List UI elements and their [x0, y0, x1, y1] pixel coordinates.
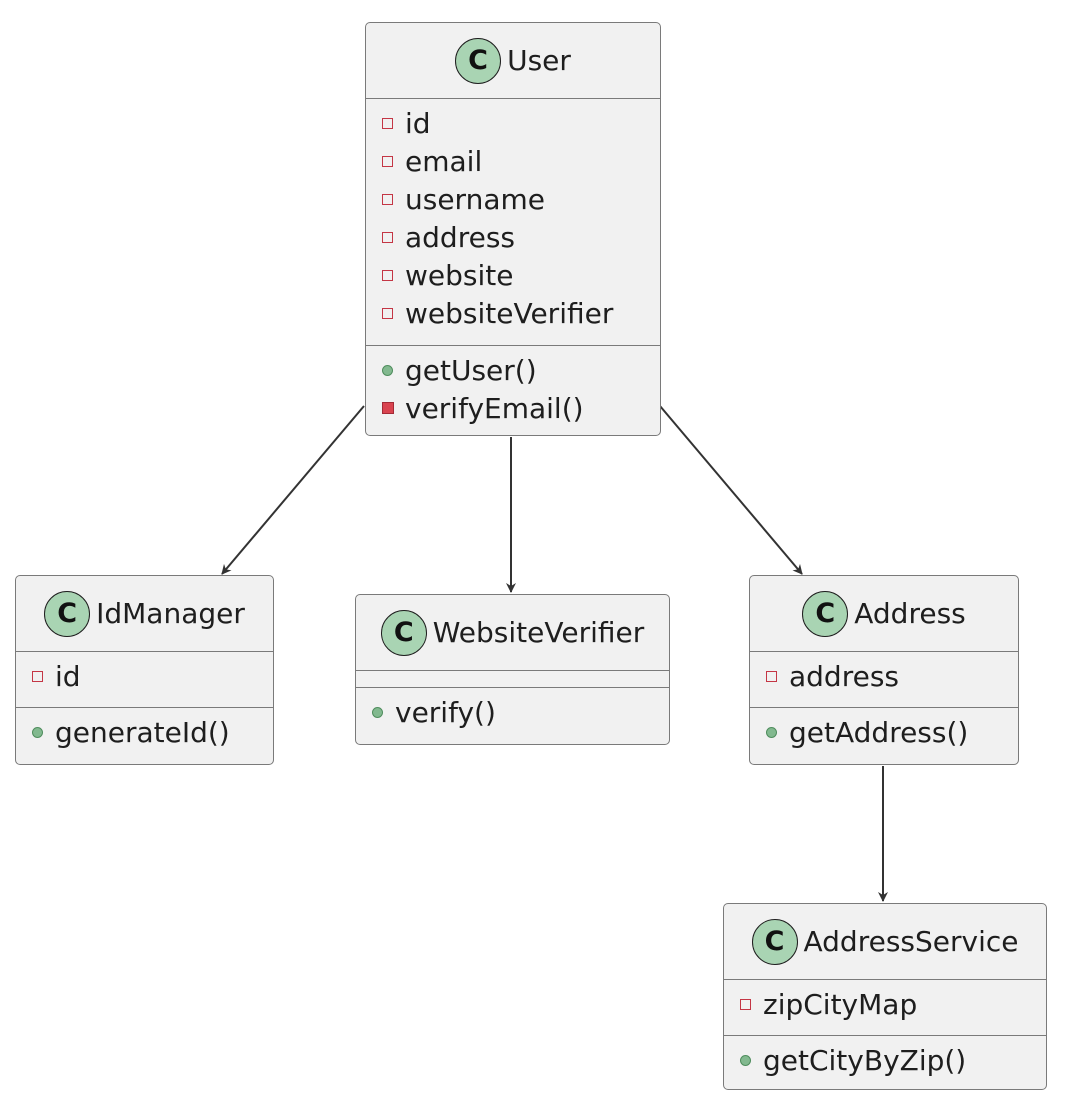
- public-visibility-icon: [382, 364, 399, 376]
- method-name: generateId(): [55, 715, 230, 749]
- private-visibility-icon: [382, 231, 399, 243]
- method-name: getUser(): [405, 353, 537, 387]
- private-visibility-icon: [382, 117, 399, 129]
- field-row: address: [382, 218, 660, 256]
- class-icon: C: [44, 590, 91, 637]
- method-name: getCityByZip(): [763, 1043, 967, 1077]
- field-name: websiteVerifier: [405, 296, 614, 330]
- fields-section: id email username address website websiteVeri…: [366, 99, 660, 346]
- public-visibility-icon: [372, 706, 389, 718]
- class-icon: C: [455, 37, 502, 84]
- private-visibility-icon: [382, 269, 399, 281]
- private-visibility-icon: [382, 307, 399, 319]
- private-visibility-icon: [740, 998, 757, 1010]
- field-row: address: [766, 657, 1018, 695]
- methods-section: getCityByZip(): [724, 1036, 1046, 1085]
- field-row: zipCityMap: [740, 985, 1046, 1023]
- class-icon: C: [380, 609, 427, 656]
- class-name: IdManager: [96, 596, 245, 630]
- relation-arrow-user-to-idmanager: [221, 405, 365, 575]
- method-row: getCityByZip(): [740, 1041, 1046, 1079]
- method-name: verify(): [395, 695, 496, 729]
- public-visibility-icon: [766, 726, 783, 738]
- public-visibility-icon: [32, 726, 49, 738]
- method-name: verifyEmail(): [405, 391, 584, 425]
- relation-arrow-user-to-address: [659, 405, 803, 575]
- field-name: id: [405, 106, 431, 140]
- field-row: website: [382, 256, 660, 294]
- field-row: username: [382, 180, 660, 218]
- class-name: AddressService: [803, 924, 1019, 958]
- private-visibility-icon: [32, 670, 49, 682]
- methods-section: getAddress(): [750, 708, 1018, 757]
- field-name: email: [405, 144, 483, 178]
- class-name: Address: [854, 596, 966, 630]
- field-name: address: [405, 220, 516, 254]
- methods-section: getUser() verifyEmail(): [366, 346, 660, 433]
- method-name: getAddress(): [789, 715, 969, 749]
- fields-section: id: [16, 652, 273, 708]
- field-name: username: [405, 182, 545, 216]
- method-row: getUser(): [382, 351, 660, 389]
- class-icon: C: [751, 918, 798, 965]
- fields-section: address: [750, 652, 1018, 708]
- field-row: email: [382, 142, 660, 180]
- method-row: verifyEmail(): [382, 389, 660, 427]
- public-visibility-icon: [740, 1054, 757, 1066]
- field-row: id: [382, 104, 660, 142]
- fields-section: [356, 671, 669, 688]
- private-visibility-icon: [382, 155, 399, 167]
- private-visibility-icon: [382, 193, 399, 205]
- field-row: id: [32, 657, 273, 695]
- methods-section: generateId(): [16, 708, 273, 757]
- private-method-visibility-icon: [382, 402, 399, 414]
- method-row: generateId(): [32, 713, 273, 751]
- class-name: User: [507, 43, 571, 77]
- field-name: address: [789, 659, 900, 693]
- fields-section: zipCityMap: [724, 980, 1046, 1036]
- class-icon: C: [802, 590, 849, 637]
- methods-section: verify(): [356, 688, 669, 737]
- field-name: id: [55, 659, 81, 693]
- method-row: verify(): [372, 693, 669, 731]
- field-name: website: [405, 258, 514, 292]
- field-row: websiteVerifier: [382, 294, 660, 332]
- class-name: WebsiteVerifier: [432, 615, 645, 649]
- method-row: getAddress(): [766, 713, 1018, 751]
- private-visibility-icon: [766, 670, 783, 682]
- field-name: zipCityMap: [763, 987, 918, 1021]
